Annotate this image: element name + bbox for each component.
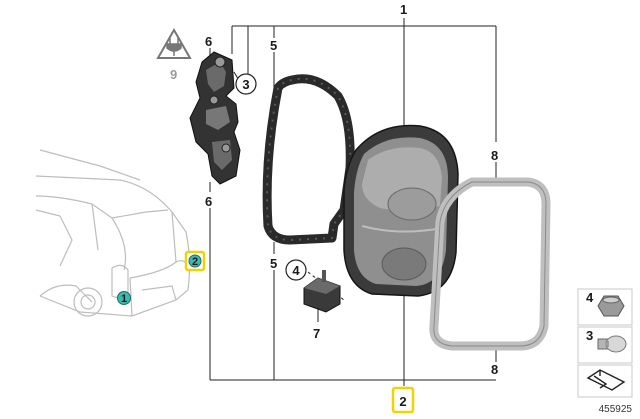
reference-number: 455925 xyxy=(599,404,633,415)
callout-2[interactable]: 2 xyxy=(184,250,206,272)
legend-number-3: 3 xyxy=(586,328,593,343)
electric-warning-icon xyxy=(156,27,192,59)
part-number-2-highlight[interactable]: 2 xyxy=(391,386,415,414)
svg-text:1: 1 xyxy=(121,293,127,305)
part-number-9: 9 xyxy=(170,67,177,82)
legend-cell-kit[interactable] xyxy=(577,364,633,398)
legend-panel: 4 3 xyxy=(577,288,633,398)
part-number-5-top[interactable]: 5 xyxy=(270,38,277,53)
bulb-holder-part xyxy=(189,51,241,185)
tail-light-part xyxy=(343,124,459,297)
part-number-7[interactable]: 7 xyxy=(313,326,320,341)
part-number-6-top[interactable]: 6 xyxy=(205,34,212,49)
parts-kit-icon xyxy=(586,369,626,391)
nut-icon xyxy=(597,295,625,317)
svg-text:2: 2 xyxy=(399,394,406,409)
part-number-8-top[interactable]: 8 xyxy=(491,148,498,163)
svg-text:2: 2 xyxy=(192,256,198,268)
car-outline xyxy=(35,149,191,317)
part-number-5-bottom[interactable]: 5 xyxy=(270,256,277,271)
svg-text:3: 3 xyxy=(242,77,249,92)
svg-text:4: 4 xyxy=(292,263,300,278)
part-number-3-circle[interactable]: 3 xyxy=(235,73,257,95)
callout-1[interactable]: 1 xyxy=(117,291,131,306)
gasket-part xyxy=(262,74,355,245)
part-number-4-circle[interactable]: 4 xyxy=(285,259,307,281)
legend-number-4: 4 xyxy=(586,290,594,305)
part-number-8-bottom[interactable]: 8 xyxy=(491,362,498,377)
bulb-socket-part xyxy=(303,270,341,313)
outer-seal-part xyxy=(429,177,551,351)
part-number-6-bottom[interactable]: 6 xyxy=(205,194,212,209)
part-number-1[interactable]: 1 xyxy=(400,2,407,17)
bulb-icon xyxy=(597,335,627,353)
